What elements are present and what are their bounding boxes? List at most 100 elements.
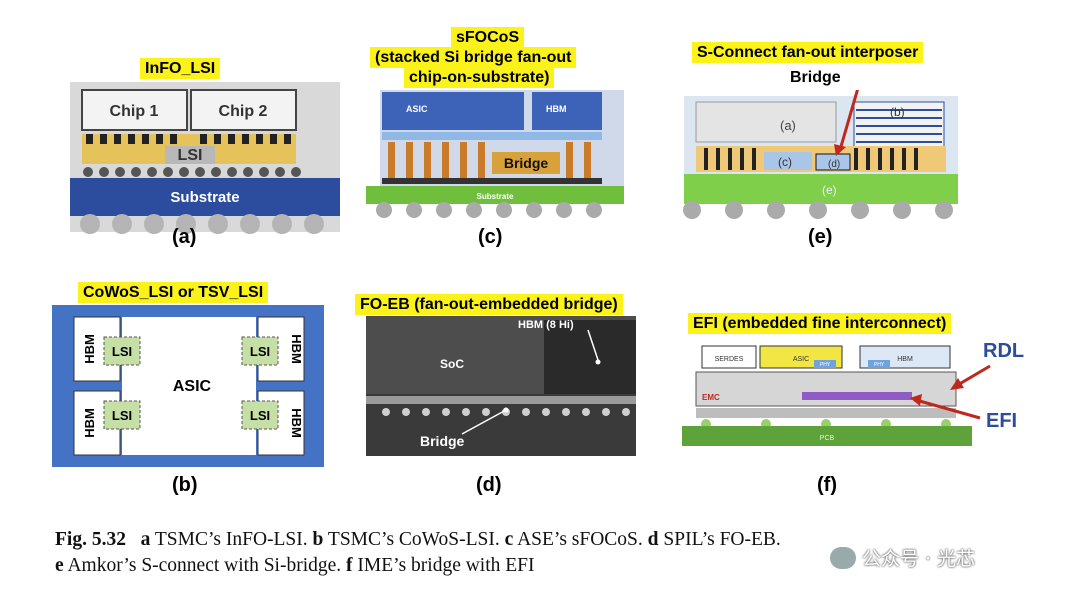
substrate-label: Substrate bbox=[477, 192, 514, 201]
phy-asic-label: PHY bbox=[820, 362, 831, 368]
caption-e-key: e bbox=[55, 555, 64, 576]
hbm-pointer bbox=[587, 329, 599, 361]
asic-label: ASIC bbox=[173, 378, 212, 395]
panel-a-title: InFO_LSI bbox=[140, 58, 221, 79]
asic-die bbox=[382, 92, 524, 130]
panel-c-title-line1: sFOCoS bbox=[451, 27, 525, 48]
wechat-icon bbox=[830, 546, 856, 569]
caption-fig-number: Fig. 5.32 bbox=[55, 529, 126, 550]
watermark: 公众号 · 光芯 bbox=[830, 544, 975, 571]
efi-bridge bbox=[802, 392, 912, 400]
panel-e-bridge-callout: Bridge bbox=[790, 69, 841, 86]
caption-c-text: ASE’s sFOCoS. bbox=[517, 529, 643, 550]
lsi-label-bottom-right: LSI bbox=[250, 408, 270, 423]
lsi-label-top-left: LSI bbox=[112, 344, 132, 359]
watermark-text: 公众号 · 光芯 bbox=[862, 548, 976, 570]
copper-pillars bbox=[388, 142, 591, 178]
efi-arrow bbox=[915, 398, 981, 420]
serdes-label: SERDES bbox=[715, 356, 744, 363]
hbm-label: HBM bbox=[897, 356, 913, 363]
hbm-region bbox=[544, 320, 636, 394]
die-d-label: (d) bbox=[828, 159, 840, 170]
rdl-callout: RDL bbox=[983, 340, 1025, 362]
lsi-top-right bbox=[241, 336, 279, 366]
emc-label: EMC bbox=[702, 393, 720, 402]
chip-1 bbox=[81, 89, 188, 131]
panel-c-title-line2: (stacked Si bridge fan-out bbox=[370, 47, 577, 68]
c4-bumps bbox=[83, 167, 301, 177]
phy-hbm bbox=[868, 360, 890, 368]
rdl-arrow bbox=[955, 364, 991, 388]
caption-f-key: f bbox=[346, 555, 353, 576]
panel-b-label: (b) bbox=[172, 474, 198, 496]
panel-d-title: FO-EB (fan-out-embedded bridge) bbox=[355, 294, 623, 315]
caption-d-text: SPIL’s FO-EB. bbox=[663, 529, 781, 550]
hbm-label: HBM bbox=[546, 104, 567, 114]
caption-b-key: b bbox=[312, 529, 324, 550]
solder-balls bbox=[376, 202, 602, 218]
lsi-bottom-left bbox=[103, 400, 141, 430]
rdl-arrow-head bbox=[950, 378, 964, 390]
lsi-top-left bbox=[103, 336, 141, 366]
chip-2 bbox=[190, 89, 297, 131]
panel-f-title: EFI (embedded fine interconnect) bbox=[688, 313, 952, 334]
die-a bbox=[695, 101, 837, 143]
solder-balls bbox=[80, 214, 324, 234]
lsi-label-bottom-left: LSI bbox=[112, 408, 132, 423]
chip-2-label: Chip 2 bbox=[219, 103, 268, 120]
panel-d-diagram: HBM (8 Hi) SoC Bridge bbox=[366, 316, 636, 456]
substrate bbox=[366, 186, 624, 204]
chip-1-label: Chip 1 bbox=[110, 103, 159, 120]
lsi-die bbox=[165, 146, 215, 164]
panel-b-diagram: ASIC HBM HBM HBM HBM LSI LSI LSI LSI bbox=[52, 305, 324, 467]
die-a-label: (a) bbox=[780, 118, 796, 133]
die-c bbox=[764, 152, 812, 170]
emc-layer bbox=[695, 371, 957, 407]
panel-d-label: (d) bbox=[476, 474, 502, 496]
phy-hbm-label: PHY bbox=[874, 362, 885, 368]
panel-e-label: (e) bbox=[808, 226, 833, 248]
bridge-die bbox=[492, 152, 560, 174]
efi-arrow-head bbox=[910, 394, 922, 406]
rdl-bottom bbox=[382, 178, 602, 184]
caption-b-text: TSMC’s CoWoS-LSI. bbox=[327, 529, 500, 550]
hbm-label-bottom-left: HBM bbox=[82, 408, 97, 438]
hbm-label-top-left: HBM bbox=[82, 334, 97, 364]
panel-e-title: S-Connect fan-out interposer bbox=[692, 42, 924, 63]
caption-e-text: Amkor’s S-connect with Si-bridge. bbox=[67, 555, 342, 576]
phy-asic bbox=[814, 360, 836, 368]
rdl-layer bbox=[366, 396, 636, 404]
hbm-label: HBM (8 Hi) bbox=[518, 319, 574, 331]
pcb-label: PCB bbox=[820, 435, 835, 442]
lsi-label-top-right: LSI bbox=[250, 344, 270, 359]
asic-label: ASIC bbox=[793, 356, 809, 363]
hbm-die bbox=[532, 92, 602, 130]
die-c-label: (c) bbox=[778, 155, 792, 169]
bridge-arrow-head bbox=[834, 144, 846, 156]
rdl-top bbox=[382, 132, 602, 140]
panel-c-title-line3: chip-on-substrate) bbox=[404, 67, 555, 88]
rdl-layer bbox=[696, 408, 956, 418]
die-e-label: (e) bbox=[822, 183, 837, 197]
interposer-pillars bbox=[704, 148, 918, 170]
panel-b-title: CoWoS_LSI or TSV_LSI bbox=[78, 282, 269, 303]
substrate-label: Substrate bbox=[170, 189, 239, 206]
hbm-pointer-dot bbox=[595, 359, 601, 365]
bridge-label: Bridge bbox=[504, 155, 549, 171]
hbm-label-bottom-right: HBM bbox=[289, 408, 304, 438]
hbm-label-top-right: HBM bbox=[289, 334, 304, 364]
panel-a-label: (a) bbox=[172, 226, 197, 248]
caption-a-key: a bbox=[140, 529, 151, 550]
lsi-bottom-right bbox=[241, 400, 279, 430]
bridge-die bbox=[815, 153, 851, 171]
die-b-stack bbox=[856, 109, 942, 143]
figure-caption: Fig. 5.32 a TSMC’s InFO-LSI. b TSMC’s Co… bbox=[55, 527, 1045, 579]
caption-f-text: IME’s bridge with EFI bbox=[357, 555, 535, 576]
panel-e-diagram: (a) (b) (c) (d) (e) bbox=[683, 90, 958, 219]
asic-die bbox=[122, 317, 256, 455]
soc-label: SoC bbox=[440, 357, 464, 371]
bridge-pointer bbox=[461, 409, 507, 435]
solder-balls bbox=[683, 201, 953, 219]
caption-d-key: d bbox=[647, 529, 659, 550]
serdes-die bbox=[701, 345, 757, 369]
